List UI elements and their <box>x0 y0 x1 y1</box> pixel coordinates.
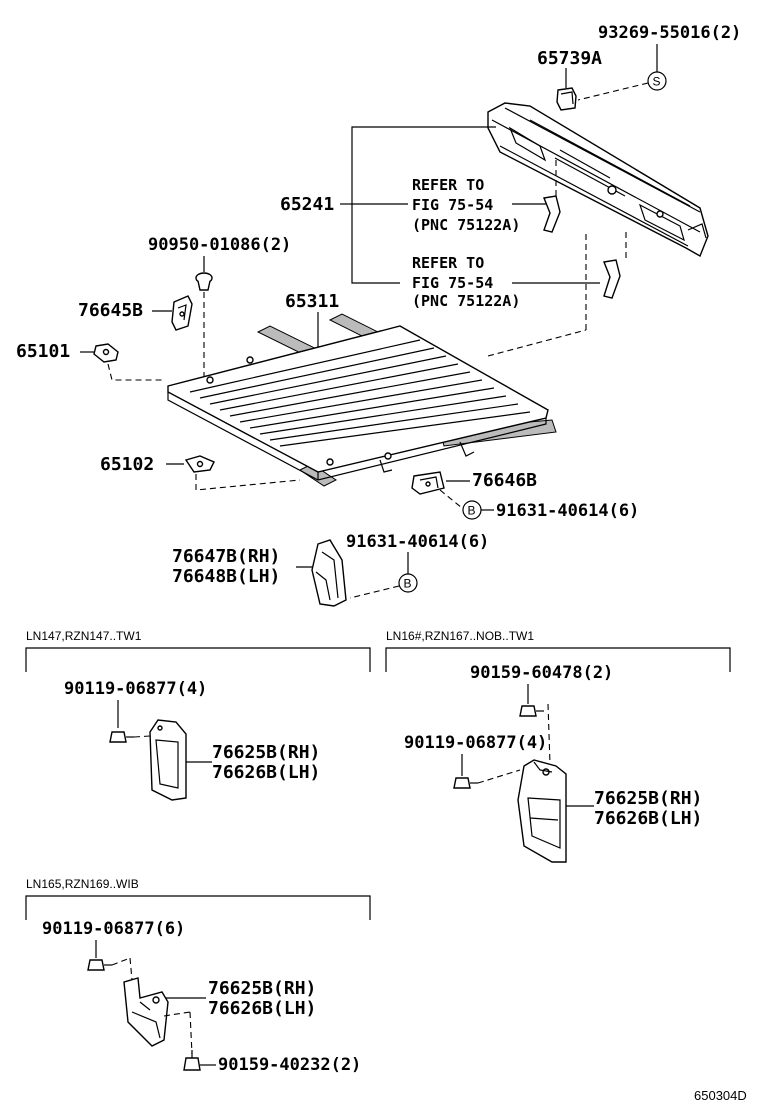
label-76625B-c: 76625B(RH) <box>208 978 316 999</box>
bolt-icon-e <box>183 1050 201 1071</box>
label-90159-60478: 90159-60478(2) <box>470 663 613 683</box>
label-76625B-b: 76625B(RH) <box>594 788 702 809</box>
dash-90119-c <box>111 957 131 966</box>
bolt-icon-b <box>519 705 544 717</box>
ref1-line3: (PNC 75122A) <box>412 216 520 234</box>
label-90119-06877-b: 90119-06877(4) <box>404 733 547 753</box>
dash-65101 <box>107 363 164 381</box>
part-hinge-strap-lower <box>603 259 621 299</box>
part-65311-deck <box>167 313 557 487</box>
label-76646B: 76646B <box>472 470 537 491</box>
label-65241: 65241 <box>280 194 334 215</box>
label-65101: 65101 <box>16 341 70 362</box>
label-93269-55016: 93269-55016(2) <box>598 23 741 43</box>
label-90159-40232: 90159-40232(2) <box>218 1055 361 1075</box>
dash-90119-c-2 <box>129 957 133 981</box>
label-76645B: 76645B <box>78 300 143 321</box>
part-76647B-mudguard <box>311 539 347 607</box>
part-76646B-bracket <box>411 471 445 495</box>
dash-65102 <box>195 474 301 491</box>
part-76625B-mudflap-b <box>517 759 567 863</box>
part-76625B-mudflap-c <box>123 977 169 1047</box>
label-90119-06877-c: 90119-06877(6) <box>42 919 185 939</box>
label-91631-40614-b: 91631-40614(6) <box>346 532 489 552</box>
callout-b2-text: B <box>404 577 412 591</box>
label-76626B-b: 76626B(LH) <box>594 808 702 829</box>
part-76625B-mudflap-a <box>149 719 187 801</box>
dash-90159-40232-a <box>163 1011 191 1017</box>
ref1-line2: FIG 75-54 <box>412 196 493 214</box>
ref2-line1: REFER TO <box>412 254 484 272</box>
ref1-line1: REFER TO <box>412 176 484 194</box>
section-right-top-frame <box>385 647 731 672</box>
ref2-line2: FIG 75-54 <box>412 274 493 292</box>
callout-b2-circle <box>398 573 418 593</box>
part-90950-plug <box>195 272 213 291</box>
callout-s-circle <box>647 71 667 91</box>
dash-90159-60478 <box>547 703 551 765</box>
callout-b1-text: B <box>468 504 476 518</box>
label-91631-40614-a: 91631-40614(6) <box>496 501 639 521</box>
part-76645B-bracket <box>171 295 193 331</box>
callout-s-text: S <box>653 75 661 89</box>
label-76647B: 76647B(RH) <box>172 546 280 567</box>
bolt-icon-d <box>87 959 112 971</box>
part-65102-plate <box>184 455 215 473</box>
section-left-bottom-title: LN165,RZN169..WIB <box>26 877 139 891</box>
label-76626B-a: 76626B(LH) <box>212 762 320 783</box>
dash-deck-to-gate-1 <box>487 329 587 357</box>
bolt-icon-c <box>453 777 478 789</box>
bolt-icon-a <box>109 731 134 743</box>
dash-90119-a <box>133 735 151 738</box>
label-90119-06877-a: 90119-06877(4) <box>64 679 207 699</box>
dash-76646B <box>439 489 463 509</box>
section-left-bottom-frame <box>25 895 371 920</box>
label-76648B: 76648B(LH) <box>172 566 280 587</box>
part-65241-gate <box>487 102 709 258</box>
figure-code: 650304D <box>694 1088 747 1103</box>
label-90950-01086: 90950-01086(2) <box>148 235 291 255</box>
label-76626B-c: 76626B(LH) <box>208 998 316 1019</box>
dash-90159-40232-b <box>189 1011 193 1055</box>
label-65739A: 65739A <box>537 48 602 69</box>
part-hinge-strap-upper <box>543 195 561 233</box>
dash-b2 <box>349 585 400 599</box>
part-65101-plate <box>93 343 119 363</box>
label-65311: 65311 <box>285 291 339 312</box>
dash-90119-b <box>477 769 521 784</box>
section-right-top-title: LN16#,RZN167..NOB..TW1 <box>386 629 534 643</box>
section-left-top-frame <box>25 647 371 672</box>
dash-s-to-65739A <box>577 82 649 101</box>
label-76625B-a: 76625B(RH) <box>212 742 320 763</box>
bracket-65241 <box>351 126 496 284</box>
ref2-line3: (PNC 75122A) <box>412 292 520 310</box>
section-left-top-title: LN147,RZN147..TW1 <box>26 629 142 643</box>
label-65102: 65102 <box>100 454 154 475</box>
part-65739A-cap <box>556 87 577 111</box>
